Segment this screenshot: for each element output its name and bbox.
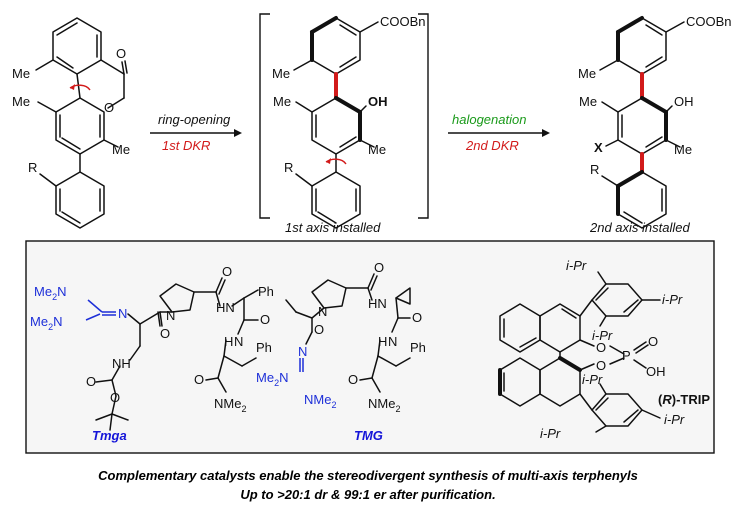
sm-me-right: Me (112, 142, 130, 157)
tmga-o4: O (194, 372, 204, 387)
tmg-o3: O (412, 310, 422, 325)
step1-label-top: ring-opening (158, 112, 231, 127)
caption-line1: Complementary catalysts enable the stere… (98, 468, 638, 483)
prod-oh: OH (674, 94, 694, 109)
tmg-o2: O (314, 322, 324, 337)
tmga-hn: HN (216, 300, 235, 315)
intermediate-brackets (259, 13, 429, 219)
tmga-ph: Ph (256, 340, 272, 355)
tmga-boc-o2: O (110, 390, 120, 405)
tmg-o1: O (374, 260, 384, 275)
prod-me-right: Me (674, 142, 692, 157)
product-caption: 2nd axis installed (589, 220, 690, 235)
trip-ipr-1: i-Pr (566, 258, 587, 273)
step2-label-top: halogenation (452, 112, 526, 127)
trip-ipr-3: i-Pr (592, 328, 613, 343)
tmg-ph: Ph (258, 284, 274, 299)
tmg-ph2: Ph (410, 340, 426, 355)
tmg-name: TMG (354, 428, 383, 443)
trip-o3: O (648, 334, 658, 349)
tmga-n-guan: N (118, 306, 127, 321)
tmg-o4: O (348, 372, 358, 387)
trip-ipr-2: i-Pr (662, 292, 683, 307)
step1-label-bottom: 1st DKR (162, 138, 210, 153)
starting-material (35, 17, 128, 229)
int-oh: OH (368, 94, 388, 109)
caption-line2: Up to >20:1 dr & 99:1 er after purificat… (240, 487, 495, 502)
prod-me-top: Me (578, 66, 596, 81)
tmga-hn2: H (224, 334, 233, 349)
tmg-hn: HN (368, 296, 387, 311)
tmga-n2: N (234, 334, 243, 349)
tmg-h: H (378, 334, 387, 349)
tmg-structure (285, 273, 411, 393)
tmga-o1: O (222, 264, 232, 279)
trip-p: P (622, 348, 631, 363)
tmga-nh: NH (112, 356, 131, 371)
trip-name: (R)-TRIP (658, 392, 710, 407)
sm-carbonyl-o: O (116, 46, 126, 61)
trip-o1: O (596, 340, 606, 355)
sm-r: R (28, 160, 37, 175)
arrow-step1 (150, 129, 242, 137)
tmga-o2: O (160, 326, 170, 341)
tmga-pyr-n: N (166, 308, 175, 323)
int-coobn: COOBn (380, 14, 426, 29)
prod-coobn: COOBn (686, 14, 732, 29)
arrow-step2 (448, 129, 550, 137)
int-me-left: Me (273, 94, 291, 109)
prod-me-left: Me (579, 94, 597, 109)
trip-ipr-6: i-Pr (664, 412, 685, 427)
product-structure (599, 16, 685, 229)
intermediate-structure (293, 16, 379, 229)
tmga-name: Tmga (92, 428, 127, 443)
tmga-o3: O (260, 312, 270, 327)
tmg-pyr-n: N (318, 304, 327, 319)
prod-x: X (594, 140, 603, 155)
step2-label-bottom: 2nd DKR (465, 138, 519, 153)
sm-me-left: Me (12, 94, 30, 109)
trip-o2: O (596, 358, 606, 373)
tmg-me2n: Me2N (256, 370, 288, 388)
trip-oh: OH (646, 364, 666, 379)
int-me-top: Me (272, 66, 290, 81)
tmga-boc-o1: O (86, 374, 96, 389)
tmga-nme2: NMe2 (214, 396, 246, 414)
trip-ipr-5: i-Pr (540, 426, 561, 441)
prod-r: R (590, 162, 599, 177)
tmg-n2: N (388, 334, 397, 349)
tmg-nme2: NMe2 (304, 392, 336, 410)
sm-ring-o: O (104, 100, 114, 115)
tmga-me2n-top: Me2N (34, 284, 66, 302)
int-me-right: Me (368, 142, 386, 157)
trip-ipr-4: i-Pr (582, 372, 603, 387)
tmga-structure (85, 277, 259, 431)
tmg-nme2-amide: NMe2 (368, 396, 400, 414)
trip-structure (498, 271, 661, 433)
int-r: R (284, 160, 293, 175)
sm-me-top: Me (12, 66, 30, 81)
intermediate-caption: 1st axis installed (285, 220, 381, 235)
tmga-me2n-bottom: Me2N (30, 314, 62, 332)
tmg-n-guan: N (298, 344, 307, 359)
